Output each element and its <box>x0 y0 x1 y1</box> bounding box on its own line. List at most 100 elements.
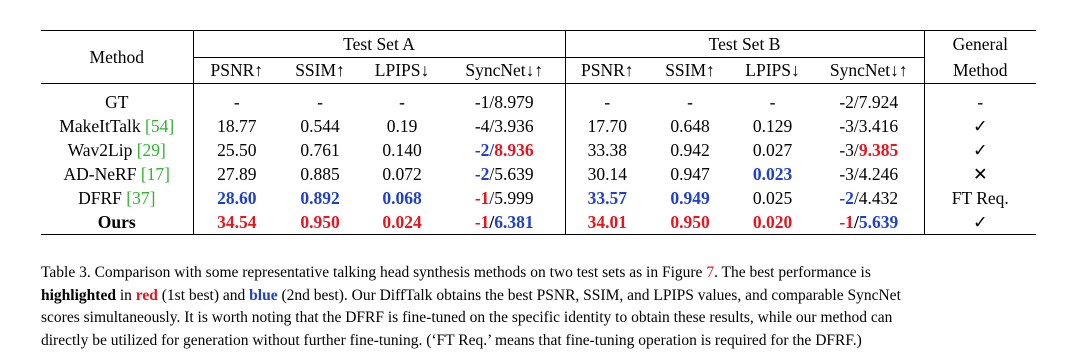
table-cell: 0.648 <box>670 116 710 136</box>
table-cell: 0.072 <box>382 164 422 184</box>
table-cell: - <box>604 92 611 112</box>
table-cell: -1/5.639 <box>814 210 925 235</box>
general-method-header-line2: Method <box>953 59 1008 80</box>
best-value: -1 <box>474 188 490 208</box>
metric-header-psnr-b: PSNR↑ <box>565 57 650 84</box>
table-row: DFRF [37] 28.60 0.892 0.068 -1/5.999 33.… <box>41 186 1036 211</box>
second-best-value: -2 <box>474 164 490 184</box>
second-best-value: 5.639 <box>858 211 899 232</box>
table-cell: -3/4.246 <box>814 162 925 187</box>
table-cell: -2/8.936 <box>444 138 566 163</box>
second-best-value: 6.381 <box>494 211 534 232</box>
method-cell: Wav2Lip [29] <box>41 138 194 163</box>
figure-link[interactable]: 7 <box>706 264 715 281</box>
second-best-value: 28.60 <box>217 188 257 208</box>
table-cell: 25.50 <box>217 140 257 160</box>
citation-link[interactable]: [54] <box>145 116 175 136</box>
table-cell: 0.761 <box>300 140 340 160</box>
table-row: GT - - - -1/8.979 - - - -2/7.924 - <box>41 90 1036 115</box>
method-header: Method <box>41 30 194 84</box>
table-cell: -1/5.999 <box>444 186 566 211</box>
general-method-cell: FT Req. <box>951 188 1009 208</box>
best-value: 34.54 <box>193 210 280 235</box>
method-name: Wav2Lip <box>67 140 133 160</box>
metric-header-ssim-b: SSIM↑ <box>649 57 732 84</box>
method-cell: MakeItTalk [54] <box>41 114 194 139</box>
best-value: 34.01 <box>565 210 650 235</box>
citation-link[interactable]: [37] <box>126 188 156 208</box>
best-value: -1 <box>474 211 490 232</box>
check-icon: ✓ <box>924 210 1037 235</box>
metric-header-psnr-a: PSNR↑ <box>193 57 280 84</box>
method-cell: AD-NeRF [17] <box>41 162 194 187</box>
table-cell: - <box>687 92 693 112</box>
best-value: 0.950 <box>649 210 732 235</box>
test-set-a-header: Test Set A <box>193 30 566 58</box>
table-cell: 0.942 <box>670 140 710 160</box>
table-cell: -4/3.936 <box>444 114 566 139</box>
method-name: DFRF <box>78 188 122 208</box>
method-cell: DFRF [37] <box>41 186 194 211</box>
check-icon: ✓ <box>972 140 988 160</box>
table-caption: Table 3. Comparison with some representa… <box>41 264 901 349</box>
second-best-value: 0.023 <box>752 164 793 184</box>
metric-header-lpips-b: LPIPS↓ <box>731 57 815 84</box>
table-cell: -1/6.381 <box>444 210 566 235</box>
table-row: Wav2Lip [29] 25.50 0.761 0.140 -2/8.936 … <box>41 138 1036 163</box>
metric-header-lpips-a: LPIPS↓ <box>360 57 444 84</box>
table-cell: 30.14 <box>587 164 627 184</box>
best-value: 0.950 <box>280 210 360 235</box>
table-row: Ours 34.54 0.950 0.024 -1/6.381 34.01 0.… <box>41 210 1037 235</box>
table-cell: 0.947 <box>670 164 710 184</box>
citation-link[interactable]: [17] <box>140 164 170 184</box>
second-best-value: -2 <box>474 140 490 160</box>
table-cell: 27.89 <box>217 164 257 184</box>
table-cell: 33.38 <box>587 140 627 160</box>
second-best-value: 0.068 <box>382 188 422 208</box>
table-cell: 0.544 <box>300 116 340 136</box>
best-value: 0.024 <box>360 210 444 235</box>
metric-header-syncnet-b: SyncNet↓↑ <box>814 57 925 84</box>
table-row: MakeItTalk [54] 18.77 0.544 0.19 -4/3.93… <box>41 114 1036 139</box>
table-cell: 17.70 <box>587 116 627 136</box>
best-value: -1 <box>839 211 854 232</box>
second-best-value: 33.57 <box>587 188 627 208</box>
best-value: 0.020 <box>731 210 815 235</box>
table-cell: - <box>399 92 405 112</box>
check-icon: ✓ <box>972 116 988 136</box>
cross-icon: ✕ <box>972 164 988 184</box>
table-cell: 0.129 <box>752 116 793 136</box>
general-method-cell: - <box>977 92 984 112</box>
table-cell: - <box>317 92 323 112</box>
metric-header-syncnet-a: SyncNet↓↑ <box>444 57 566 84</box>
method-name: Ours <box>41 210 194 235</box>
table-row: AD-NeRF [17] 27.89 0.885 0.072 -2/5.639 … <box>41 162 1036 187</box>
best-value: 8.936 <box>494 140 534 160</box>
table-cell: 0.025 <box>752 188 793 208</box>
method-name: GT <box>41 90 194 115</box>
table-cell: - <box>233 92 240 112</box>
general-method-header-line1: General <box>924 30 1037 58</box>
table-cell: - <box>769 92 776 112</box>
method-name: MakeItTalk <box>59 116 141 136</box>
citation-link[interactable]: [29] <box>136 140 166 160</box>
table-cell: -3/3.416 <box>814 114 925 139</box>
table-cell: -1/8.979 <box>444 90 566 115</box>
table-cell: -2/7.924 <box>814 90 925 115</box>
table-cell: -2/5.639 <box>444 162 566 187</box>
table-cell: 0.027 <box>752 140 793 160</box>
table-cell: 0.885 <box>300 164 340 184</box>
test-set-b-header: Test Set B <box>565 30 925 58</box>
second-best-value: -2 <box>839 188 854 208</box>
metric-header-ssim-a: SSIM↑ <box>280 57 360 84</box>
table-cell: 0.140 <box>382 140 422 160</box>
method-name: AD-NeRF <box>63 164 137 184</box>
second-best-value: 0.949 <box>670 188 710 208</box>
second-best-value: 0.892 <box>300 188 340 208</box>
comparison-table: Method Test Set A Test Set B General PSN… <box>41 30 1037 235</box>
best-value: 9.385 <box>858 140 899 160</box>
table-cell: -2/4.432 <box>814 186 925 211</box>
table-cell: -3/9.385 <box>814 138 925 163</box>
table-cell: 18.77 <box>217 116 257 136</box>
table-cell: 0.19 <box>386 116 418 136</box>
